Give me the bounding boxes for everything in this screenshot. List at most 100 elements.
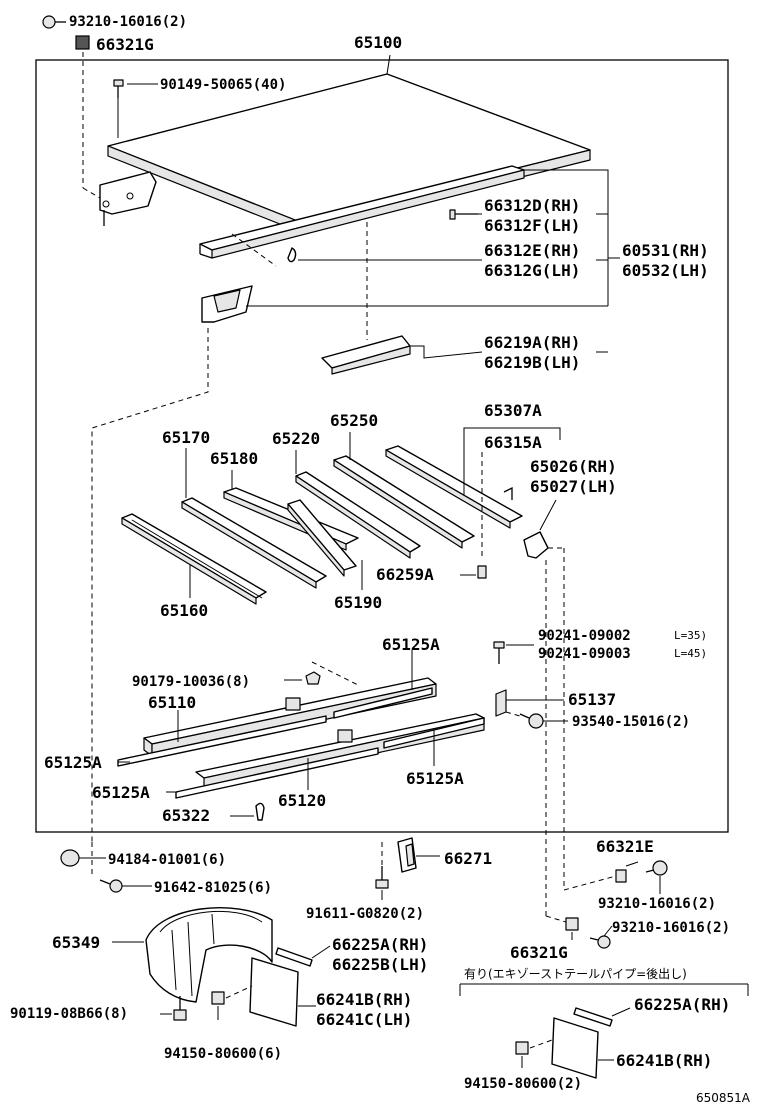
screw-icon <box>113 79 124 98</box>
label-94150-80600-a: 94150-80600(6) <box>164 1046 282 1062</box>
clip-66271 <box>397 837 417 873</box>
label-65190: 65190 <box>334 593 382 612</box>
label-94150-80600-b: 94150-80600(2) <box>464 1076 582 1092</box>
label-66241B-option: 66241B(RH) <box>616 1051 712 1070</box>
label-90241-09002: 90241-09002 <box>538 628 631 644</box>
mudguard-65349 <box>145 907 273 1003</box>
label-90179-10036: 90179-10036(8) <box>132 674 250 690</box>
label-66315A: 66315A <box>484 433 542 452</box>
label-65125A-right: 65125A <box>406 769 464 788</box>
label-66219A: 66219A(RH) <box>484 333 580 352</box>
figure-code: 650851A <box>696 1091 751 1105</box>
assembly-frame <box>35 59 729 833</box>
label-length-35: L=35) <box>674 629 707 642</box>
label-91611-G0820: 91611-G0820(2) <box>306 906 424 922</box>
label-65220: 65220 <box>272 429 320 448</box>
nut-icon <box>211 991 225 1005</box>
crossmember-65170 <box>181 497 327 589</box>
label-91642-81025: 91642-81025(6) <box>154 880 272 896</box>
label-60532: 60532(LH) <box>622 261 709 280</box>
crossmember-65220 <box>295 471 421 559</box>
bolt-icon <box>173 996 187 1021</box>
label-66312G: 66312G(LH) <box>484 261 580 280</box>
hook-bracket-part <box>523 531 549 559</box>
crossmember-65190 <box>287 499 357 577</box>
hinge-bracket-part <box>99 171 157 226</box>
stopper-icon <box>477 565 487 579</box>
label-65250: 65250 <box>330 411 378 430</box>
label-66321G-lower: 66321G <box>510 943 568 962</box>
label-90241-09003: 90241-09003 <box>538 646 631 662</box>
bolt-icon <box>589 935 611 949</box>
strip-65125A <box>117 715 327 767</box>
strip-65125A <box>175 747 379 799</box>
side-rail-part <box>199 165 525 259</box>
nut-icon <box>305 671 321 685</box>
label-66321E: 66321E <box>596 837 654 856</box>
label-65125A-top: 65125A <box>382 635 440 654</box>
mud-flap-66241 <box>551 1017 599 1079</box>
label-93210-16016-b: 93210-16016(2) <box>612 920 730 936</box>
label-60531: 60531(RH) <box>622 241 709 260</box>
label-66312F: 66312F(LH) <box>484 216 580 235</box>
label-94184-01001: 94184-01001(6) <box>108 852 226 868</box>
label-66219B: 66219B(LH) <box>484 353 580 372</box>
label-length-45: L=45) <box>674 647 707 660</box>
label-93210-16016-a: 93210-16016(2) <box>598 896 716 912</box>
label-65180: 65180 <box>210 449 258 468</box>
label-66241B: 66241B(RH) <box>316 990 412 1009</box>
label-66312E: 66312E(RH) <box>484 241 580 260</box>
strip-65125A <box>333 687 433 719</box>
bolt-icon <box>42 15 66 29</box>
label-65120: 65120 <box>278 791 326 810</box>
label-65137: 65137 <box>568 690 616 709</box>
front-bracket-part <box>201 285 253 323</box>
label-93540-15016: 93540-15016(2) <box>572 714 690 730</box>
nut-icon <box>75 35 90 50</box>
label-65125A-lower: 65125A <box>92 783 150 802</box>
label-65170: 65170 <box>162 428 210 447</box>
bolt-icon <box>493 641 505 664</box>
clip-icon <box>503 486 513 500</box>
label-90119-08B66: 90119-08B66(8) <box>10 1006 128 1022</box>
label-65027: 65027(LH) <box>530 477 617 496</box>
nut-icon <box>515 1041 529 1055</box>
label-66225A: 66225A(RH) <box>332 935 428 954</box>
pin-icon <box>255 802 265 821</box>
nut-icon <box>615 869 627 883</box>
flap-bracket-66225 <box>573 1007 613 1027</box>
crossmember-65160 <box>121 513 267 605</box>
clip-icon <box>449 209 478 220</box>
label-66312D: 66312D(RH) <box>484 196 580 215</box>
bolt-icon <box>645 860 668 876</box>
label-66259A: 66259A <box>376 565 434 584</box>
label-93210-16016: 93210-16016(2) <box>69 14 187 30</box>
label-66225B: 66225B(LH) <box>332 955 428 974</box>
cushion-icon <box>60 849 80 867</box>
crossmember-65250 <box>333 455 475 549</box>
label-65100: 65100 <box>354 33 402 52</box>
label-65349: 65349 <box>52 933 100 952</box>
label-66241C: 66241C(LH) <box>316 1010 412 1029</box>
bolt-icon <box>99 879 123 893</box>
label-65322: 65322 <box>162 806 210 825</box>
crossmember-65307A <box>385 445 523 529</box>
label-66271: 66271 <box>444 849 492 868</box>
bolt-icon <box>519 713 544 729</box>
label-65125A-left: 65125A <box>44 753 102 772</box>
label-66225A-option: 66225A(RH) <box>634 995 730 1014</box>
label-65307A: 65307A <box>484 401 542 420</box>
label-66321G: 66321G <box>96 35 154 54</box>
label-65026: 65026(RH) <box>530 457 617 476</box>
option-note: 有り(エキゾーストテールパイプ=後出し) <box>464 967 687 981</box>
mud-flap-66241 <box>249 957 299 1027</box>
bracket-65137 <box>495 689 507 717</box>
bolt-icon <box>375 866 389 889</box>
label-65160: 65160 <box>160 601 208 620</box>
flap-bracket-66225 <box>275 947 313 967</box>
label-90149-50065: 90149-50065(40) <box>160 77 286 93</box>
rail-end-part <box>321 335 411 375</box>
nut-icon <box>565 917 579 931</box>
